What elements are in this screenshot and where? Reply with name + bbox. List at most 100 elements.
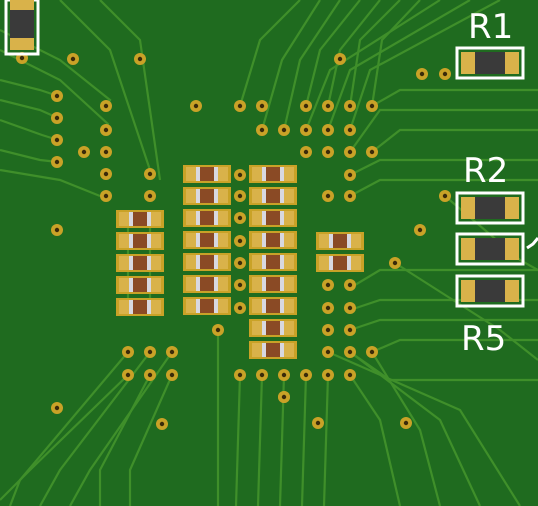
via-hole [237,260,243,266]
via-hole [169,349,175,355]
via-hole [159,421,165,427]
via-hole [303,149,309,155]
via-hole [103,171,109,177]
capacitor [183,187,231,205]
capacitor [116,254,164,272]
resistor-r3 [455,232,538,266]
via-hole [103,193,109,199]
via-hole [347,193,353,199]
via-hole [237,215,243,221]
via-hole [347,282,353,288]
capacitor [116,232,164,250]
via-hole [147,193,153,199]
via-hole [137,56,143,62]
designator-r1: R1 [468,7,513,47]
via-hole [54,405,60,411]
partial-component-top-left [4,0,40,56]
designator-r2: R2 [463,151,508,191]
via-hole [147,171,153,177]
via-hole [347,127,353,133]
via-hole [325,349,331,355]
via-hole [54,159,60,165]
via-hole [325,372,331,378]
capacitor-arrays [116,165,364,359]
via-hole [103,127,109,133]
via-hole [347,349,353,355]
via-hole [403,420,409,426]
capacitor [116,276,164,294]
capacitor [183,275,231,293]
capacitor [116,210,164,228]
capacitor [183,297,231,315]
via-hole [369,103,375,109]
capacitor [316,254,364,272]
via-hole [303,103,309,109]
via-hole [237,193,243,199]
resistor-r1 [455,46,525,80]
capacitor [316,232,364,250]
via-hole [125,372,131,378]
via-hole [281,394,287,400]
via-hole [325,103,331,109]
vias [16,52,451,430]
via-hole [442,193,448,199]
capacitor [249,165,297,183]
capacitor [183,253,231,271]
capacitor [183,231,231,249]
via-hole [81,149,87,155]
capacitor [249,187,297,205]
via-hole [347,372,353,378]
via-hole [281,127,287,133]
via-hole [347,305,353,311]
resistor-r2 [455,191,525,225]
designator-r5: R5 [461,319,506,359]
via-hole [147,372,153,378]
via-hole [54,227,60,233]
via-hole [347,103,353,109]
capacitor [183,165,231,183]
capacitor [249,253,297,271]
resistor-r5 [455,274,525,308]
via-hole [237,372,243,378]
via-hole [347,149,353,155]
via-hole [169,372,175,378]
via-hole [281,372,287,378]
capacitor [249,231,297,249]
via-hole [237,238,243,244]
capacitor [116,298,164,316]
via-hole [19,55,25,61]
capacitor [249,319,297,337]
via-hole [54,93,60,99]
via-hole [237,282,243,288]
via-hole [369,349,375,355]
via-hole [303,127,309,133]
via-hole [325,149,331,155]
capacitor [183,209,231,227]
via-hole [325,305,331,311]
via-hole [442,71,448,77]
via-hole [147,349,153,355]
via-hole [392,260,398,266]
capacitor [249,341,297,359]
via-hole [347,172,353,178]
via-hole [325,282,331,288]
via-hole [237,305,243,311]
via-hole [259,372,265,378]
via-hole [315,420,321,426]
via-hole [259,103,265,109]
via-hole [237,172,243,178]
via-hole [103,149,109,155]
via-hole [325,193,331,199]
via-hole [419,71,425,77]
capacitor [249,275,297,293]
via-hole [369,149,375,155]
via-hole [259,127,265,133]
capacitor [249,209,297,227]
via-hole [125,349,131,355]
via-hole [337,56,343,62]
via-hole [325,327,331,333]
capacitor [249,297,297,315]
via-hole [70,56,76,62]
